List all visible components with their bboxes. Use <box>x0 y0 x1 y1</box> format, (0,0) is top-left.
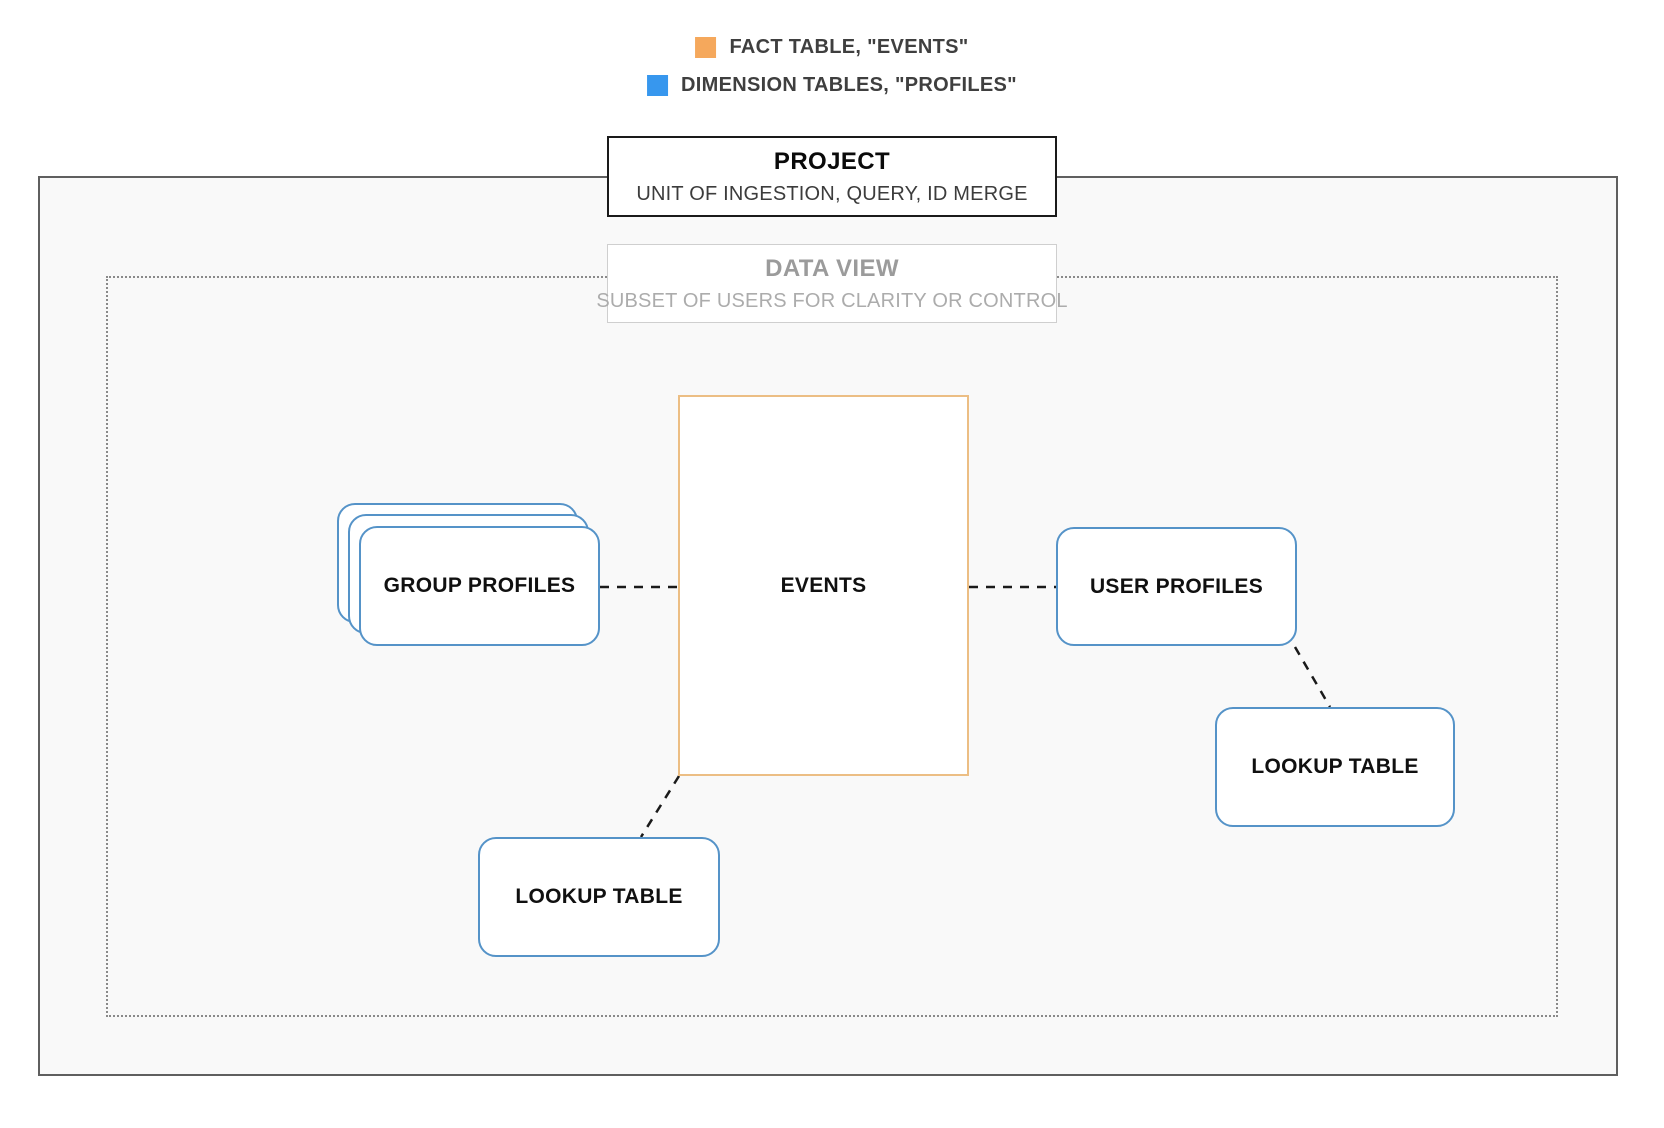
node-lookup-table-right: LOOKUP TABLE <box>1215 707 1455 827</box>
data-view-title: DATA VIEW <box>765 254 899 282</box>
group-profiles-label: GROUP PROFILES <box>383 574 576 597</box>
data-view-subtitle: SUBSET OF USERS FOR CLARITY OR CONTROL <box>596 289 1068 312</box>
data-view-label-box: DATA VIEW SUBSET OF USERS FOR CLARITY OR… <box>596 244 1068 323</box>
node-group-profiles: GROUP PROFILES <box>359 526 600 646</box>
legend-item-dimension-tables: DIMENSION TABLES, "PROFILES" <box>647 74 1017 97</box>
legend: FACT TABLE, "EVENTS" DIMENSION TABLES, "… <box>647 36 1017 97</box>
events-label: EVENTS <box>780 573 867 597</box>
fact-table-legend-label: FACT TABLE, "EVENTS" <box>729 36 969 58</box>
fact-table-color-swatch <box>695 37 717 58</box>
project-label-box: PROJECT UNIT OF INGESTION, QUERY, ID MER… <box>607 136 1057 217</box>
node-lookup-table-bottom: LOOKUP TABLE <box>478 837 720 957</box>
user-profiles-label: USER PROFILES <box>1089 574 1264 598</box>
dimension-tables-color-swatch <box>647 75 669 96</box>
project-title: PROJECT <box>773 147 891 175</box>
lookup-table-right-label: LOOKUP TABLE <box>1251 755 1419 778</box>
node-user-profiles: USER PROFILES <box>1056 527 1297 646</box>
node-events: EVENTS <box>678 395 969 776</box>
legend-item-fact-table: FACT TABLE, "EVENTS" <box>695 36 968 59</box>
dimension-tables-legend-label: DIMENSION TABLES, "PROFILES" <box>681 74 1017 96</box>
project-subtitle: UNIT OF INGESTION, QUERY, ID MERGE <box>636 182 1028 205</box>
lookup-table-bottom-label: LOOKUP TABLE <box>515 885 683 908</box>
